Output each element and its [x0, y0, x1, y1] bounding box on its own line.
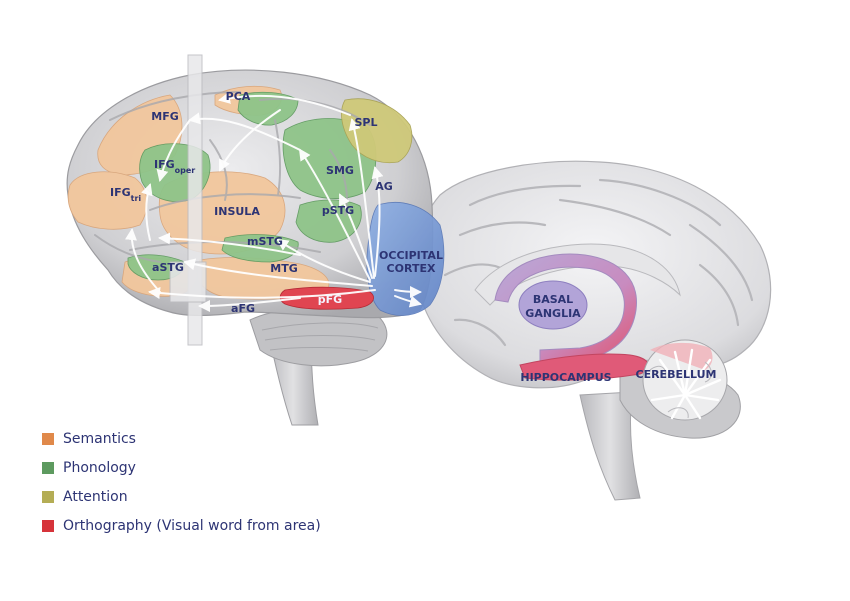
legend-item-phonology: Phonology — [42, 453, 321, 482]
ifg-oper-label: IFGoper — [154, 158, 195, 175]
ifg-tri-label: IFGtri — [110, 186, 141, 203]
legend-swatch — [42, 490, 54, 503]
legend-item-orthography: Orthography (Visual word from area) — [42, 511, 321, 540]
mstg-label: mSTG — [247, 235, 283, 248]
medial-brainstem — [579, 391, 641, 501]
legend-label: Semantics — [63, 430, 136, 447]
ifg-oper-subscript: oper — [175, 166, 196, 175]
hippocampus-label: HIPPOCAMPUS — [520, 371, 611, 384]
medial-brain: BASAL GANGLIA HIPPOCAMPUS CEREBELLUM — [415, 160, 772, 501]
attention-region — [341, 98, 413, 164]
legend-label: Attention — [63, 488, 128, 505]
legend-swatch — [42, 432, 54, 445]
legend: Semantics Phonology Attention Orthograph… — [42, 424, 321, 540]
insula-label: INSULA — [214, 205, 260, 218]
lateral-brain: PCA MFG SPL IFGoper SMG AG IFGtri INSULA… — [66, 54, 445, 426]
afg-label: aFG — [231, 302, 255, 315]
cerebellum-label: CEREBELLUM — [636, 368, 717, 381]
mfg-label: MFG — [151, 110, 179, 123]
ifg-tri-subscript: tri — [131, 194, 142, 203]
pfg-label: pFG — [318, 293, 342, 306]
lateral-cerebellum-folia — [261, 322, 379, 352]
pstg-label: pSTG — [322, 204, 354, 217]
ag-label: AG — [375, 180, 393, 193]
occipital-region — [366, 201, 445, 316]
legend-label: Orthography (Visual word from area) — [63, 517, 321, 534]
astg-label: aSTG — [152, 261, 184, 274]
legend-item-semantics: Semantics — [42, 424, 321, 453]
corpus-callosum — [474, 243, 681, 306]
legend-swatch — [42, 461, 54, 474]
occipital-label-1: OCCIPITAL — [379, 249, 443, 262]
basal-ganglia-shape — [518, 280, 588, 330]
spl-label: SPL — [355, 116, 378, 129]
basal-ganglia-label-1: BASAL — [533, 293, 573, 306]
occipital-label-2: CORTEX — [387, 262, 436, 275]
legend-label: Phonology — [63, 459, 136, 476]
pca-label: PCA — [226, 90, 251, 103]
smg-label: SMG — [326, 164, 354, 177]
legend-item-attention: Attention — [42, 482, 321, 511]
mtg-label: MTG — [270, 262, 297, 275]
basal-ganglia-label-2: GANGLIA — [525, 307, 581, 320]
legend-swatch — [42, 519, 54, 532]
pathway-arrows — [125, 92, 422, 312]
cerebellum-arbor — [642, 339, 728, 421]
